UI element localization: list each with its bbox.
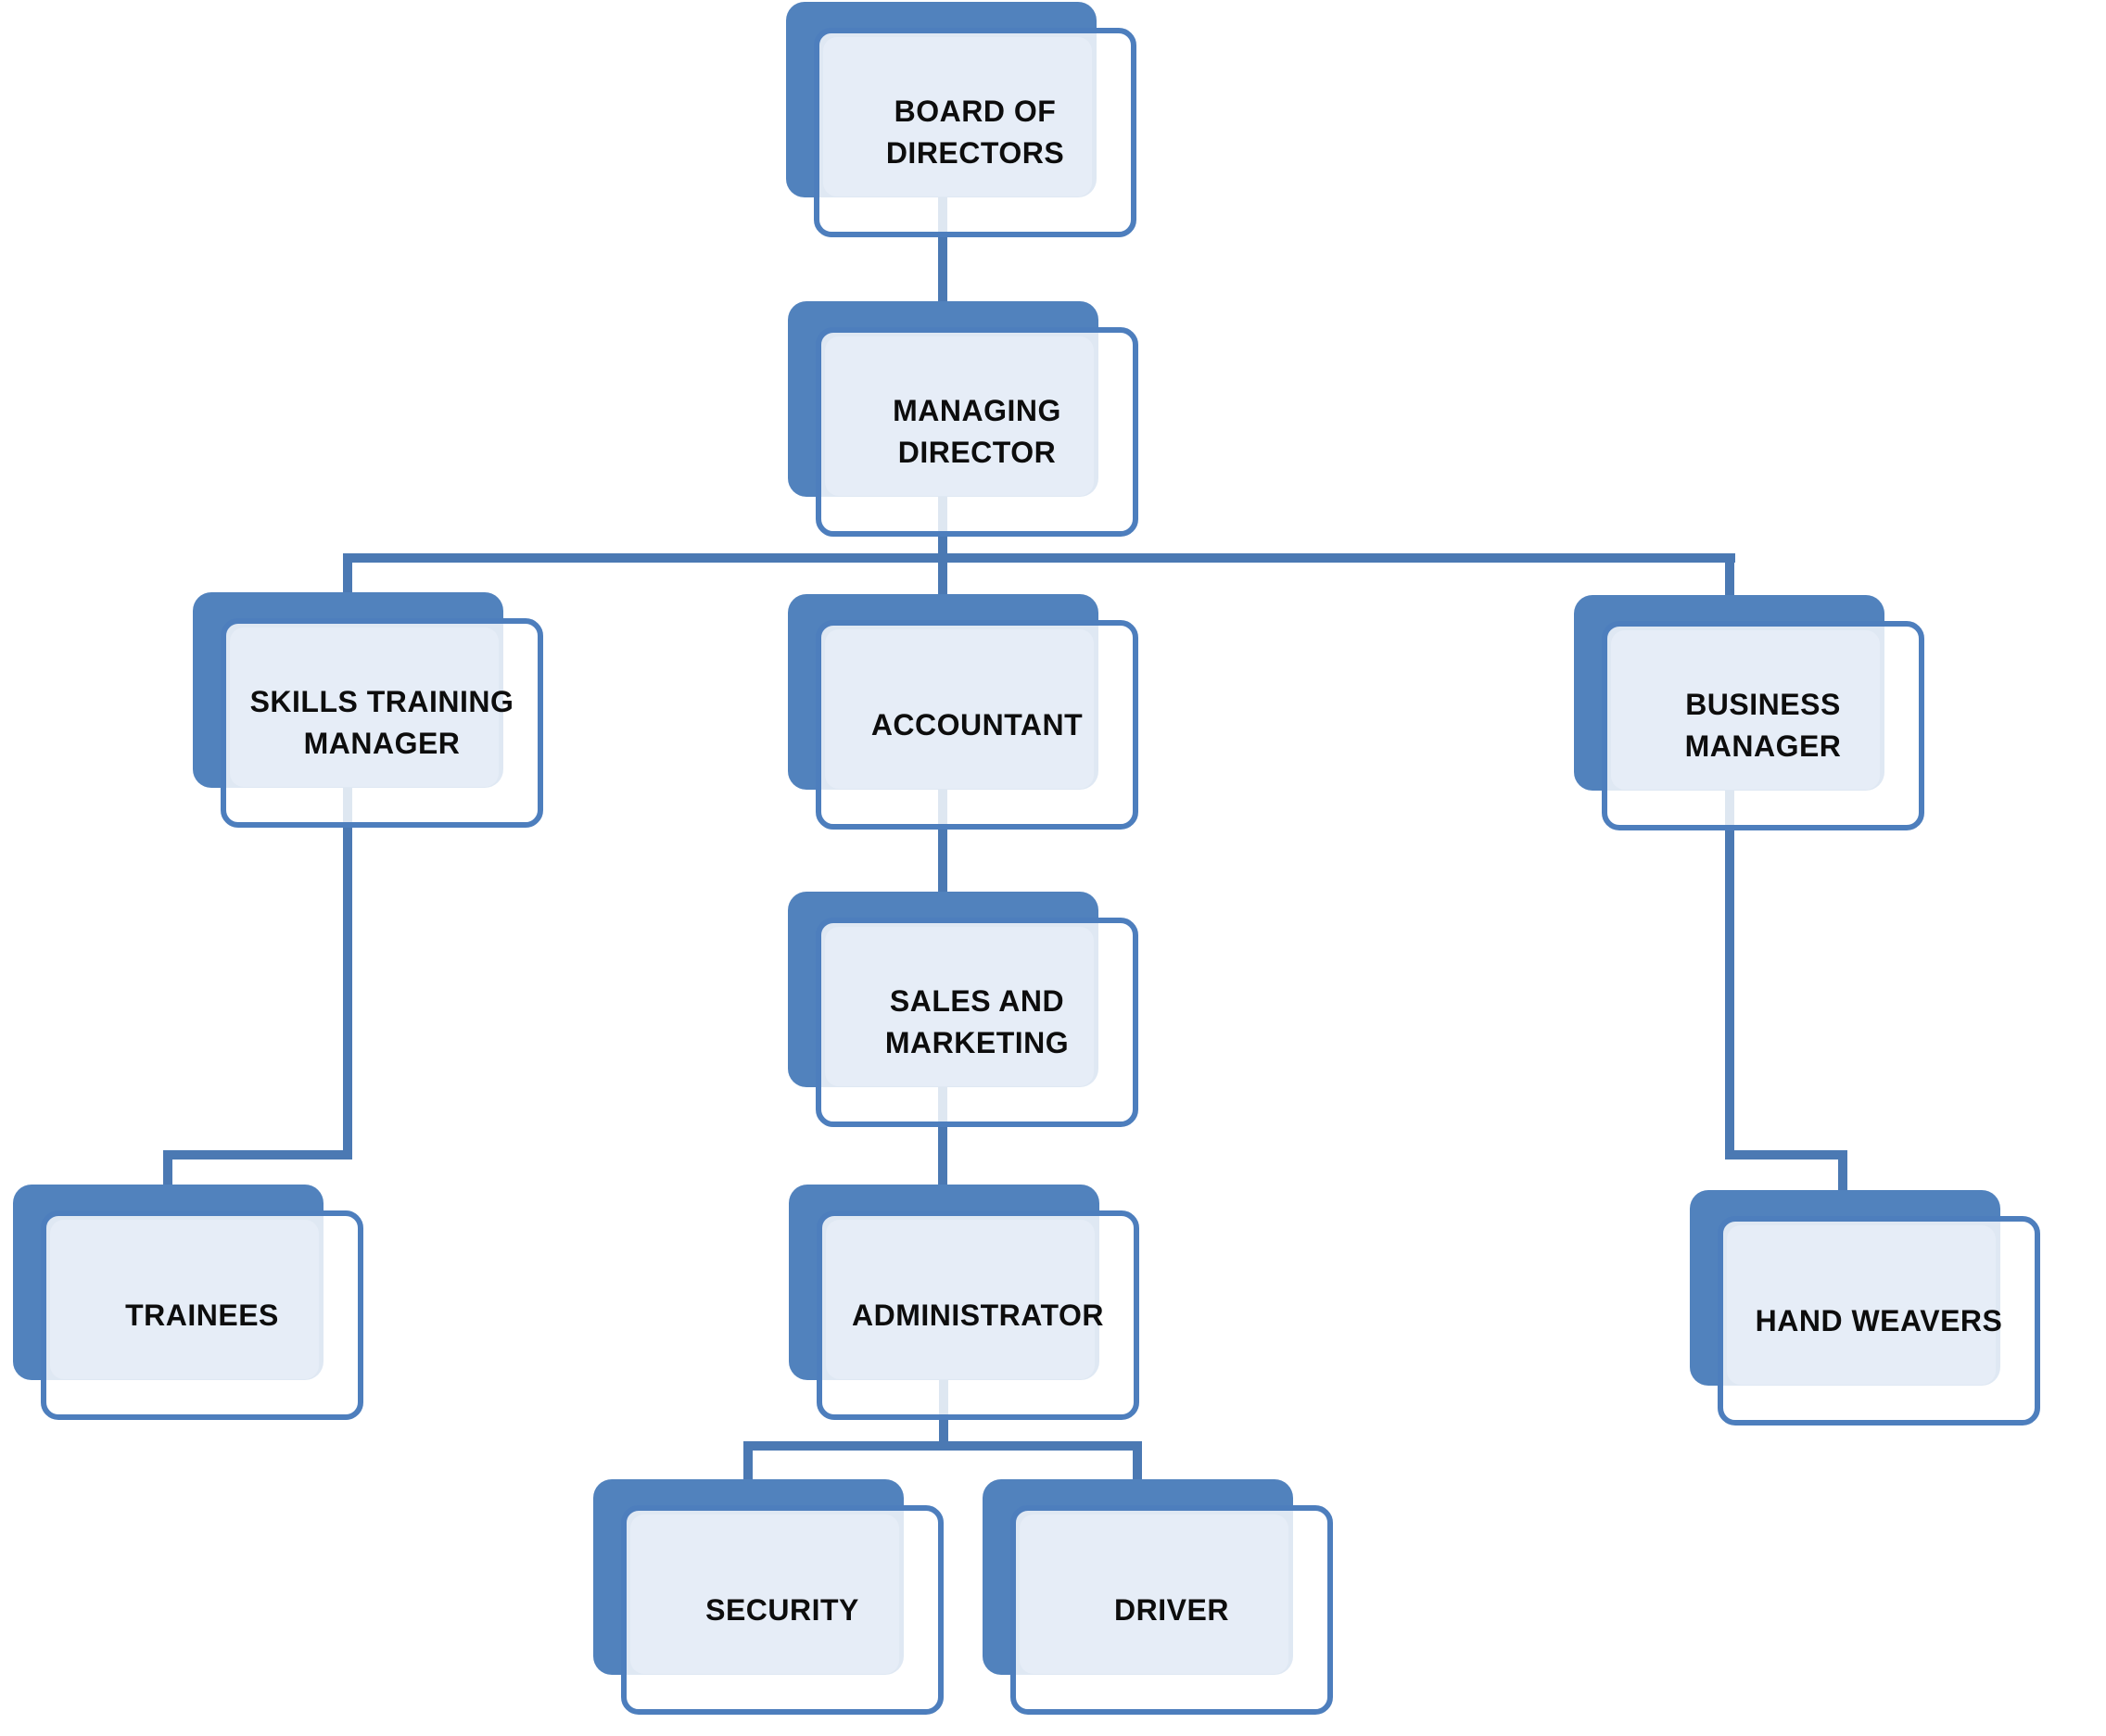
node-front-card: SECURITY	[621, 1505, 944, 1715]
node-driver[interactable]: DRIVER	[983, 1479, 1333, 1715]
node-business-manager[interactable]: BUSINESS MANAGER	[1574, 595, 1924, 830]
connector-trainees-horizontal	[163, 1150, 352, 1159]
node-inner-panel	[50, 1220, 319, 1379]
connector-drop-business-manager	[1725, 555, 1734, 601]
connector-sub-horizontal	[743, 1441, 1142, 1451]
connector-managing-director-trunk	[938, 491, 947, 599]
connector-business-manager-down	[1725, 788, 1734, 1159]
node-label: DRIVER	[1114, 1592, 1229, 1627]
node-label: MANAGING DIRECTOR	[893, 394, 1061, 469]
node-front-card: MANAGING DIRECTOR	[816, 327, 1138, 537]
node-managing-director[interactable]: MANAGING DIRECTOR	[788, 301, 1138, 537]
node-front-card: SALES AND MARKETING	[816, 918, 1138, 1127]
connector-drop-hand-weavers	[1838, 1150, 1847, 1196]
connector-skills-down	[343, 781, 352, 1159]
node-inner-panel	[823, 37, 1092, 196]
node-inner-panel	[825, 336, 1094, 496]
node-inner-panel	[826, 1220, 1095, 1379]
node-front-card: BUSINESS MANAGER	[1602, 621, 1924, 830]
node-sales-and-marketing[interactable]: SALES AND MARKETING	[788, 892, 1138, 1127]
node-inner-panel	[825, 629, 1094, 789]
node-label: SALES AND MARKETING	[884, 984, 1070, 1059]
node-inner-panel	[1727, 1225, 1996, 1385]
node-security[interactable]: SECURITY	[593, 1479, 944, 1715]
node-front-card: BOARD OF DIRECTORS	[814, 28, 1136, 237]
node-board-of-directors[interactable]: BOARD OF DIRECTORS	[786, 2, 1136, 237]
node-front-card: ACCOUNTANT	[816, 620, 1138, 830]
node-administrator[interactable]: ADMINISTRATOR	[789, 1185, 1139, 1420]
node-label: TRAINEES	[125, 1298, 279, 1332]
node-front-card: HAND WEAVERS	[1718, 1216, 2040, 1426]
node-accountant[interactable]: ACCOUNTANT	[788, 594, 1138, 830]
connector-drop-driver	[1133, 1443, 1142, 1484]
node-inner-panel	[825, 927, 1094, 1086]
connector-sales-to-administrator	[938, 1080, 947, 1189]
node-trainees[interactable]: TRAINEES	[13, 1185, 363, 1420]
connector-main-horizontal	[343, 553, 1735, 563]
node-label: ACCOUNTANT	[870, 707, 1084, 741]
connector-board-to-managing-director	[938, 190, 947, 306]
node-front-card: ADMINISTRATOR	[817, 1210, 1139, 1420]
node-label: SECURITY	[705, 1592, 859, 1627]
node-skills-training-manager[interactable]: SKILLS TRAINING MANAGER	[193, 592, 543, 828]
connector-drop-security	[743, 1443, 753, 1484]
node-front-card: DRIVER	[1010, 1505, 1333, 1715]
node-label: SKILLS TRAINING MANAGER	[249, 685, 514, 760]
node-hand-weavers[interactable]: HAND WEAVERS	[1690, 1190, 2040, 1426]
connector-drop-skills-training-manager	[343, 555, 352, 598]
node-label: HAND WEAVERS	[1755, 1303, 2003, 1337]
node-inner-panel	[630, 1514, 899, 1674]
connector-drop-trainees	[163, 1150, 172, 1189]
node-front-card: SKILLS TRAINING MANAGER	[221, 618, 543, 828]
node-front-card: TRAINEES	[41, 1210, 363, 1420]
connector-accountant-to-sales	[938, 783, 947, 896]
node-inner-panel	[1020, 1514, 1288, 1674]
connector-hand-weavers-horizontal	[1725, 1150, 1847, 1159]
node-inner-panel	[1611, 630, 1880, 790]
node-label: BUSINESS MANAGER	[1684, 688, 1842, 763]
node-inner-panel	[230, 627, 499, 787]
node-label: ADMINISTRATOR	[852, 1298, 1104, 1332]
node-label: BOARD OF DIRECTORS	[885, 95, 1065, 170]
